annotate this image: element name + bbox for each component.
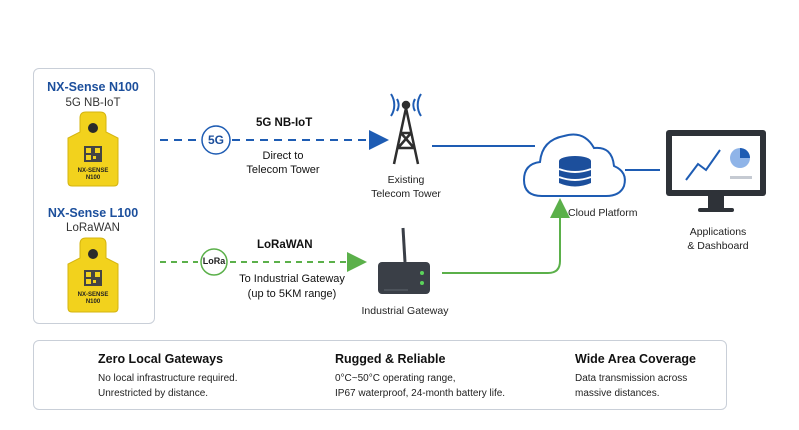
feature-2-title: Rugged & Reliable — [335, 352, 446, 366]
link-5g-desc-2: Telecom Tower — [246, 164, 320, 176]
device-l100-title: NX-Sense L100 — [47, 206, 139, 220]
device-n100-title: NX-Sense N100 — [47, 80, 139, 94]
svg-text:NX-SENSE: NX-SENSE — [78, 292, 109, 298]
gateway-icon — [378, 227, 430, 294]
svg-text:N100: N100 — [86, 175, 101, 181]
device-l100-subtitle: LoRaWAN — [66, 222, 120, 234]
gateway-label: Industrial Gateway — [361, 305, 449, 317]
feature-2-desc-2: IP67 waterproof, 24-month battery life. — [335, 388, 506, 399]
svg-text:N100: N100 — [86, 299, 101, 305]
link-5g-desc-1: Direct to — [262, 150, 304, 162]
link-5g-title: 5G NB-IoT — [256, 117, 313, 129]
cloud-label: Cloud Platform — [568, 207, 638, 219]
link-lora-desc-2: (up to 5KM range) — [247, 288, 337, 300]
link-gateway-cloud — [442, 198, 570, 274]
ear-tag-l100: NX-SENSE N100 — [67, 237, 119, 313]
badge-lora — [200, 248, 228, 276]
link-lora-desc-1: To Industrial Gateway — [239, 273, 345, 285]
feature-3-desc-1: Data transmission across — [575, 373, 688, 384]
badge-5g-label: 5G — [207, 133, 224, 147]
feature-3-desc-2: massive distances. — [575, 388, 660, 399]
link-lora-title: LoRaWAN — [257, 239, 313, 251]
feature-1-title: Zero Local Gateways — [98, 352, 224, 366]
monitor-icon — [666, 130, 766, 212]
badge-5g — [201, 125, 231, 155]
apps-label-1: Applications — [689, 226, 747, 238]
svg-text:NX-SENSE: NX-SENSE — [78, 168, 109, 174]
feature-1-desc-2: Unrestricted by distance. — [98, 388, 209, 399]
feature-3-title: Wide Area Coverage — [575, 352, 696, 366]
badge-lora-label: LoRa — [202, 256, 226, 266]
cloud-icon — [522, 133, 626, 197]
apps-label-2: & Dashboard — [687, 240, 749, 252]
device-n100-subtitle: 5G NB-IoT — [65, 97, 121, 109]
tower-icon — [390, 93, 422, 165]
features-panel — [33, 340, 727, 410]
feature-2-desc-1: 0°C~50°C operating range, — [335, 373, 456, 384]
tower-label-1: Existing — [387, 174, 425, 186]
feature-1-desc-1: No local infrastructure required. — [98, 373, 238, 384]
ear-tag-n100: NX-SENSE N100 — [67, 111, 119, 187]
tower-label-2: Telecom Tower — [371, 188, 441, 200]
